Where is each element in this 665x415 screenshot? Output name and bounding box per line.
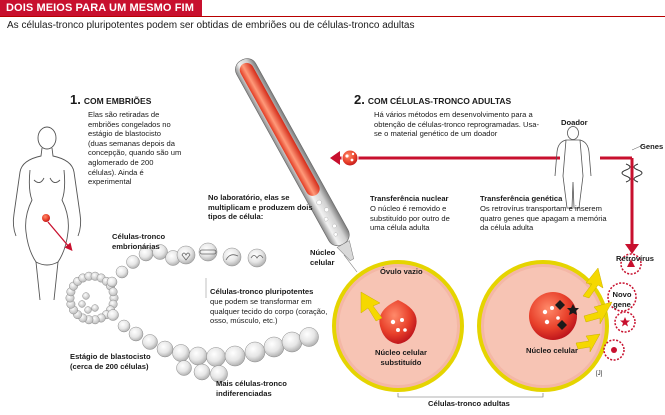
section1-heading: 1.COM EMBRIÕES — [70, 92, 152, 107]
page-title: DOIS MEIOS PARA UM MESMO FIM — [0, 0, 202, 16]
lab-label: No laboratório, elas se multiplicam e pr… — [208, 193, 313, 222]
specialized-cell-icons — [176, 242, 267, 268]
header-bar: DOIS MEIOS PARA UM MESMO FIM — [0, 0, 665, 17]
nucleus-cell-label: Núcleo celular — [310, 248, 336, 267]
undiff-label: Mais células-tronco indiferenciadas — [216, 379, 287, 398]
section2-title: COM CÉLULAS-TRONCO ADULTAS — [367, 96, 512, 106]
inner-cell-mass-cell — [78, 300, 86, 308]
donor-cell-icon — [341, 149, 359, 167]
undifferentiated-cell — [281, 331, 303, 353]
embryonic-cell — [126, 255, 140, 269]
pluripotent-title: Células-tronco pluripotentes — [210, 287, 314, 296]
undifferentiated-cell — [263, 336, 285, 358]
yellow-arrow-4 — [575, 333, 601, 353]
nuclear-transfer-text: O núcleo é removido e substituído por ou… — [370, 204, 450, 233]
undifferentiated-cell — [128, 326, 144, 342]
credit-label: [J] — [596, 371, 603, 377]
replaced-nucleus-label: Núcleo celular substituído — [375, 348, 427, 367]
arrow-to-blastocyst — [47, 221, 73, 251]
adult-nucleus — [529, 292, 579, 340]
yellow-arrow-1 — [360, 291, 383, 322]
genes-label: Genes — [640, 142, 664, 151]
yellow-arrow-3 — [583, 301, 613, 325]
undifferentiated-cell — [206, 347, 226, 367]
donor-silhouette — [554, 126, 592, 209]
undifferentiated-cell — [299, 327, 319, 347]
retrovirus-label: Retrovírus — [616, 254, 654, 263]
section1-text: Elas são retiradas de embriões congelado… — [88, 110, 182, 187]
undifferentiated-cell — [172, 344, 190, 362]
embryonic-cell — [152, 244, 168, 260]
adult-cells-label: Células-tronco adultas — [428, 399, 510, 408]
nuclear-drop — [379, 300, 417, 344]
donor-arrowhead — [330, 151, 340, 165]
undifferentiated-cell — [224, 345, 246, 367]
genetic-transfer-title: Transferência genética — [480, 194, 563, 203]
subtitle: As células-tronco pluripotentes podem se… — [7, 20, 415, 31]
woman-silhouette — [12, 126, 82, 301]
retrovirus-icons — [603, 253, 642, 361]
embryonic-cell — [106, 276, 118, 288]
undifferentiated-cell — [210, 365, 228, 383]
undifferentiated-cell — [176, 360, 192, 376]
inner-cell-mass-cell — [91, 304, 99, 312]
inner-cell-mass-cell — [84, 306, 92, 314]
section1-number: 1. — [70, 92, 81, 107]
undifferentiated-cell — [193, 363, 211, 381]
section1-title: COM EMBRIÕES — [83, 96, 152, 106]
undifferentiated-cell — [107, 309, 119, 321]
inner-cell-mass-cell — [82, 292, 90, 300]
new-gene-label: Novo gene — [612, 290, 632, 309]
donor-label: Doador — [561, 118, 588, 127]
yellow-arrow-2 — [582, 267, 604, 299]
adult-cells-bracket — [397, 393, 544, 398]
empty-egg-label: Óvulo vazio — [380, 267, 423, 276]
pipette — [235, 58, 354, 261]
section2-heading: 2.COM CÉLULAS-TRONCO ADULTAS — [354, 92, 512, 107]
embryonic-cell — [115, 265, 129, 279]
embryonic-cell-chain — [106, 244, 181, 288]
blastocyst-label: Estágio de blastocisto (cerca de 200 cél… — [70, 352, 151, 371]
undifferentiated-cell — [156, 340, 174, 358]
pluripotent-text: que podem se transformar em qualquer tec… — [210, 297, 328, 326]
section2-number: 2. — [354, 92, 365, 107]
genes-dna-icon — [621, 144, 644, 183]
blastocyst-cell — [108, 287, 118, 297]
genetic-transfer-text: Os retrovírus transportam e inserem quat… — [480, 204, 607, 233]
embryonic-label: Células-tronco embrionárias — [112, 232, 166, 251]
undifferentiated-cell — [244, 341, 266, 363]
nucleus-cell-2-label: Núcleo celular — [526, 346, 578, 355]
undifferentiated-cell — [188, 346, 208, 366]
section2-text: Há vários métodos em desenvolvimento par… — [374, 110, 540, 139]
undifferentiated-cell — [117, 319, 131, 333]
embryo-dot — [42, 214, 50, 222]
genes-arrowhead — [625, 244, 639, 254]
undifferentiated-cell-chain — [107, 309, 319, 383]
undifferentiated-cell — [142, 334, 158, 350]
pointer-nucleus — [343, 254, 358, 273]
nuclear-transfer-title: Transferência nuclear — [370, 194, 449, 203]
